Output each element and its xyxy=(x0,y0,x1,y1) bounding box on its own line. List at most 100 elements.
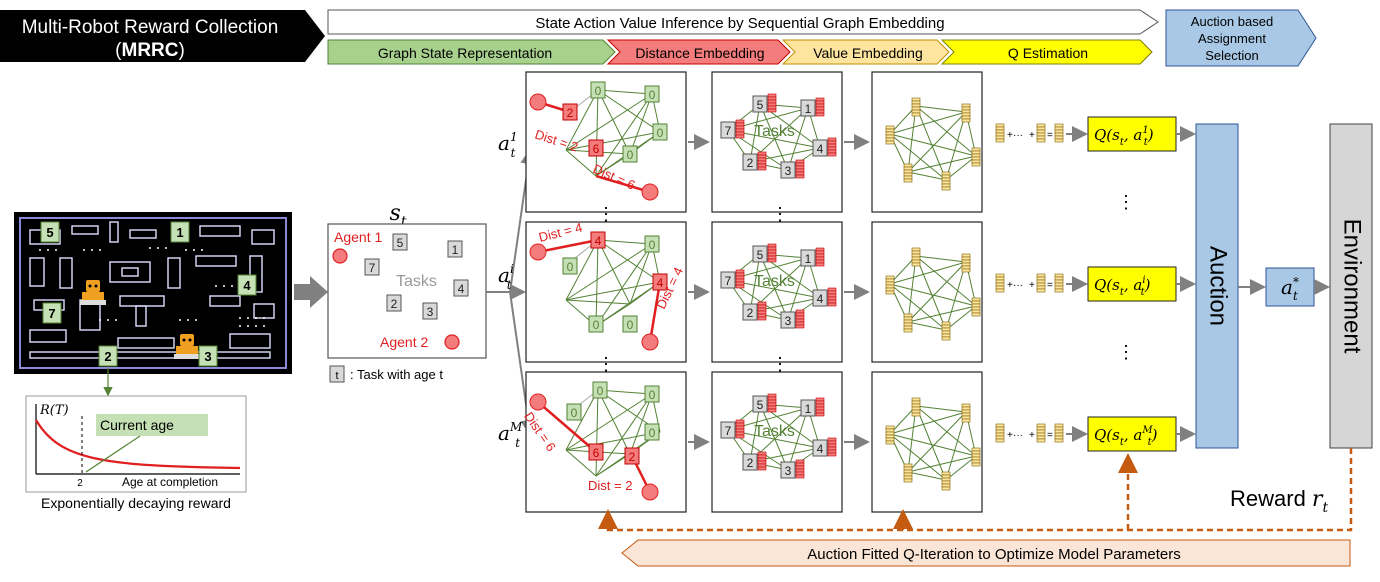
svg-text:0: 0 xyxy=(593,318,600,332)
agent2-marker xyxy=(444,334,460,350)
embedding-node: 4 xyxy=(812,139,828,157)
distance-node: 2 xyxy=(624,447,640,465)
svg-text:3: 3 xyxy=(785,464,792,478)
embedding-node: 7 xyxy=(720,271,736,289)
maze-to-state-arrow xyxy=(294,276,328,308)
maze-task: 5 xyxy=(40,221,60,243)
state-task: 7 xyxy=(364,258,380,276)
distance-label-2: Dist = 2 xyxy=(588,478,632,493)
auction-label: Auction xyxy=(1205,246,1232,326)
svg-text:4: 4 xyxy=(817,292,824,306)
stage-distance-arrow xyxy=(606,39,791,65)
svg-text:5: 5 xyxy=(757,98,764,112)
svg-text:2: 2 xyxy=(747,456,754,470)
stage-graph-arrow xyxy=(327,39,616,65)
mrrc-banner: Multi-Robot Reward Collection (MRRC) xyxy=(0,10,325,62)
legend-box-text: t xyxy=(335,370,338,382)
svg-text:+: + xyxy=(1007,280,1013,291)
state-task: 3 xyxy=(422,302,438,320)
stage-graph-label: Graph State Representation xyxy=(378,45,552,61)
distance-node: 0 xyxy=(622,145,638,163)
reward-ylabel: R(T) xyxy=(39,403,69,418)
svg-text:···: ··· xyxy=(1013,430,1023,441)
reward-plot: R(T) Current age 2 Age at completion Exp… xyxy=(25,395,247,511)
distance-node: 6 xyxy=(588,139,604,157)
distance-node: 0 xyxy=(562,257,578,275)
svg-text:2: 2 xyxy=(567,106,574,120)
distance-node: 0 xyxy=(588,315,604,333)
svg-text:7: 7 xyxy=(725,274,732,288)
svg-text:+: + xyxy=(1029,130,1035,141)
reward-xlabel: Age at completion xyxy=(122,475,218,489)
svg-text:=: = xyxy=(1047,280,1053,291)
embedding-node: 3 xyxy=(780,461,796,479)
embedding-node: 1 xyxy=(800,399,816,417)
embedding-node: 5 xyxy=(752,95,768,113)
svg-text:+: + xyxy=(1029,430,1035,441)
state-symbol: st xyxy=(390,201,407,230)
svg-text:6: 6 xyxy=(593,142,600,156)
svg-text:7: 7 xyxy=(369,261,376,275)
pipeline-stages: Graph State Representation Distance Embe… xyxy=(327,39,1153,65)
svg-text:7: 7 xyxy=(725,124,732,138)
svg-text:0: 0 xyxy=(649,238,656,252)
action-fan xyxy=(486,148,537,436)
embedding-node: 1 xyxy=(800,249,816,267)
svg-text:4: 4 xyxy=(595,234,602,248)
maze-task: 4 xyxy=(237,274,257,296)
agent2-node xyxy=(641,183,659,201)
embedding-node: 7 xyxy=(720,421,736,439)
distance-node: 0 xyxy=(592,381,608,399)
svg-text:···: ··· xyxy=(1013,130,1023,141)
environment-block: Environment xyxy=(1329,123,1373,449)
svg-text:7: 7 xyxy=(48,306,55,321)
svg-text:0: 0 xyxy=(649,426,656,440)
current-age-pointer xyxy=(85,435,141,473)
ellipsis: ⋮ xyxy=(1117,342,1135,362)
svg-text:0: 0 xyxy=(567,260,574,274)
current-age-box xyxy=(96,414,208,436)
svg-text:0: 0 xyxy=(627,318,634,332)
distance-node: 0 xyxy=(644,385,660,403)
reward-caption: Exponentially decaying reward xyxy=(41,495,231,511)
svg-text:1: 1 xyxy=(452,243,459,257)
q-value-box xyxy=(1087,266,1177,302)
svg-text:6: 6 xyxy=(593,446,600,460)
svg-text:3: 3 xyxy=(785,164,792,178)
maze-task: 1 xyxy=(170,221,190,243)
embedding-node: 7 xyxy=(720,121,736,139)
stage-distance-label: Distance Embedding xyxy=(635,45,764,61)
mrrc-title: Multi-Robot Reward Collection xyxy=(22,17,279,38)
svg-text:0: 0 xyxy=(649,388,656,402)
reward-tick: 2 xyxy=(77,478,83,489)
auction-line3: Selection xyxy=(1205,48,1258,63)
agent1-node xyxy=(529,393,547,411)
embedding-node: 2 xyxy=(742,453,758,471)
embedding-node: 5 xyxy=(752,245,768,263)
embedding-tasks-label: Tasks xyxy=(754,123,795,140)
svg-text:5: 5 xyxy=(757,248,764,262)
agent1-marker xyxy=(332,248,348,264)
auction-line2: Assignment xyxy=(1198,31,1266,46)
robot-1-icon xyxy=(80,280,106,305)
agent1-node xyxy=(529,243,547,261)
ellipsis: ⋮ xyxy=(597,354,615,374)
state-task: 2 xyxy=(386,294,402,312)
svg-text:0: 0 xyxy=(657,126,664,140)
svg-text:=: = xyxy=(1047,130,1053,141)
savi-banner: State Action Value Inference by Sequenti… xyxy=(327,9,1159,35)
ellipsis: ⋮ xyxy=(1117,192,1135,212)
svg-text:0: 0 xyxy=(627,148,634,162)
embedding-node: 3 xyxy=(780,161,796,179)
agent2-node xyxy=(641,483,659,501)
distance-node: 2 xyxy=(562,103,578,121)
distance-node: 0 xyxy=(644,235,660,253)
distance-node: 0 xyxy=(644,423,660,441)
embedding-node: 2 xyxy=(742,303,758,321)
